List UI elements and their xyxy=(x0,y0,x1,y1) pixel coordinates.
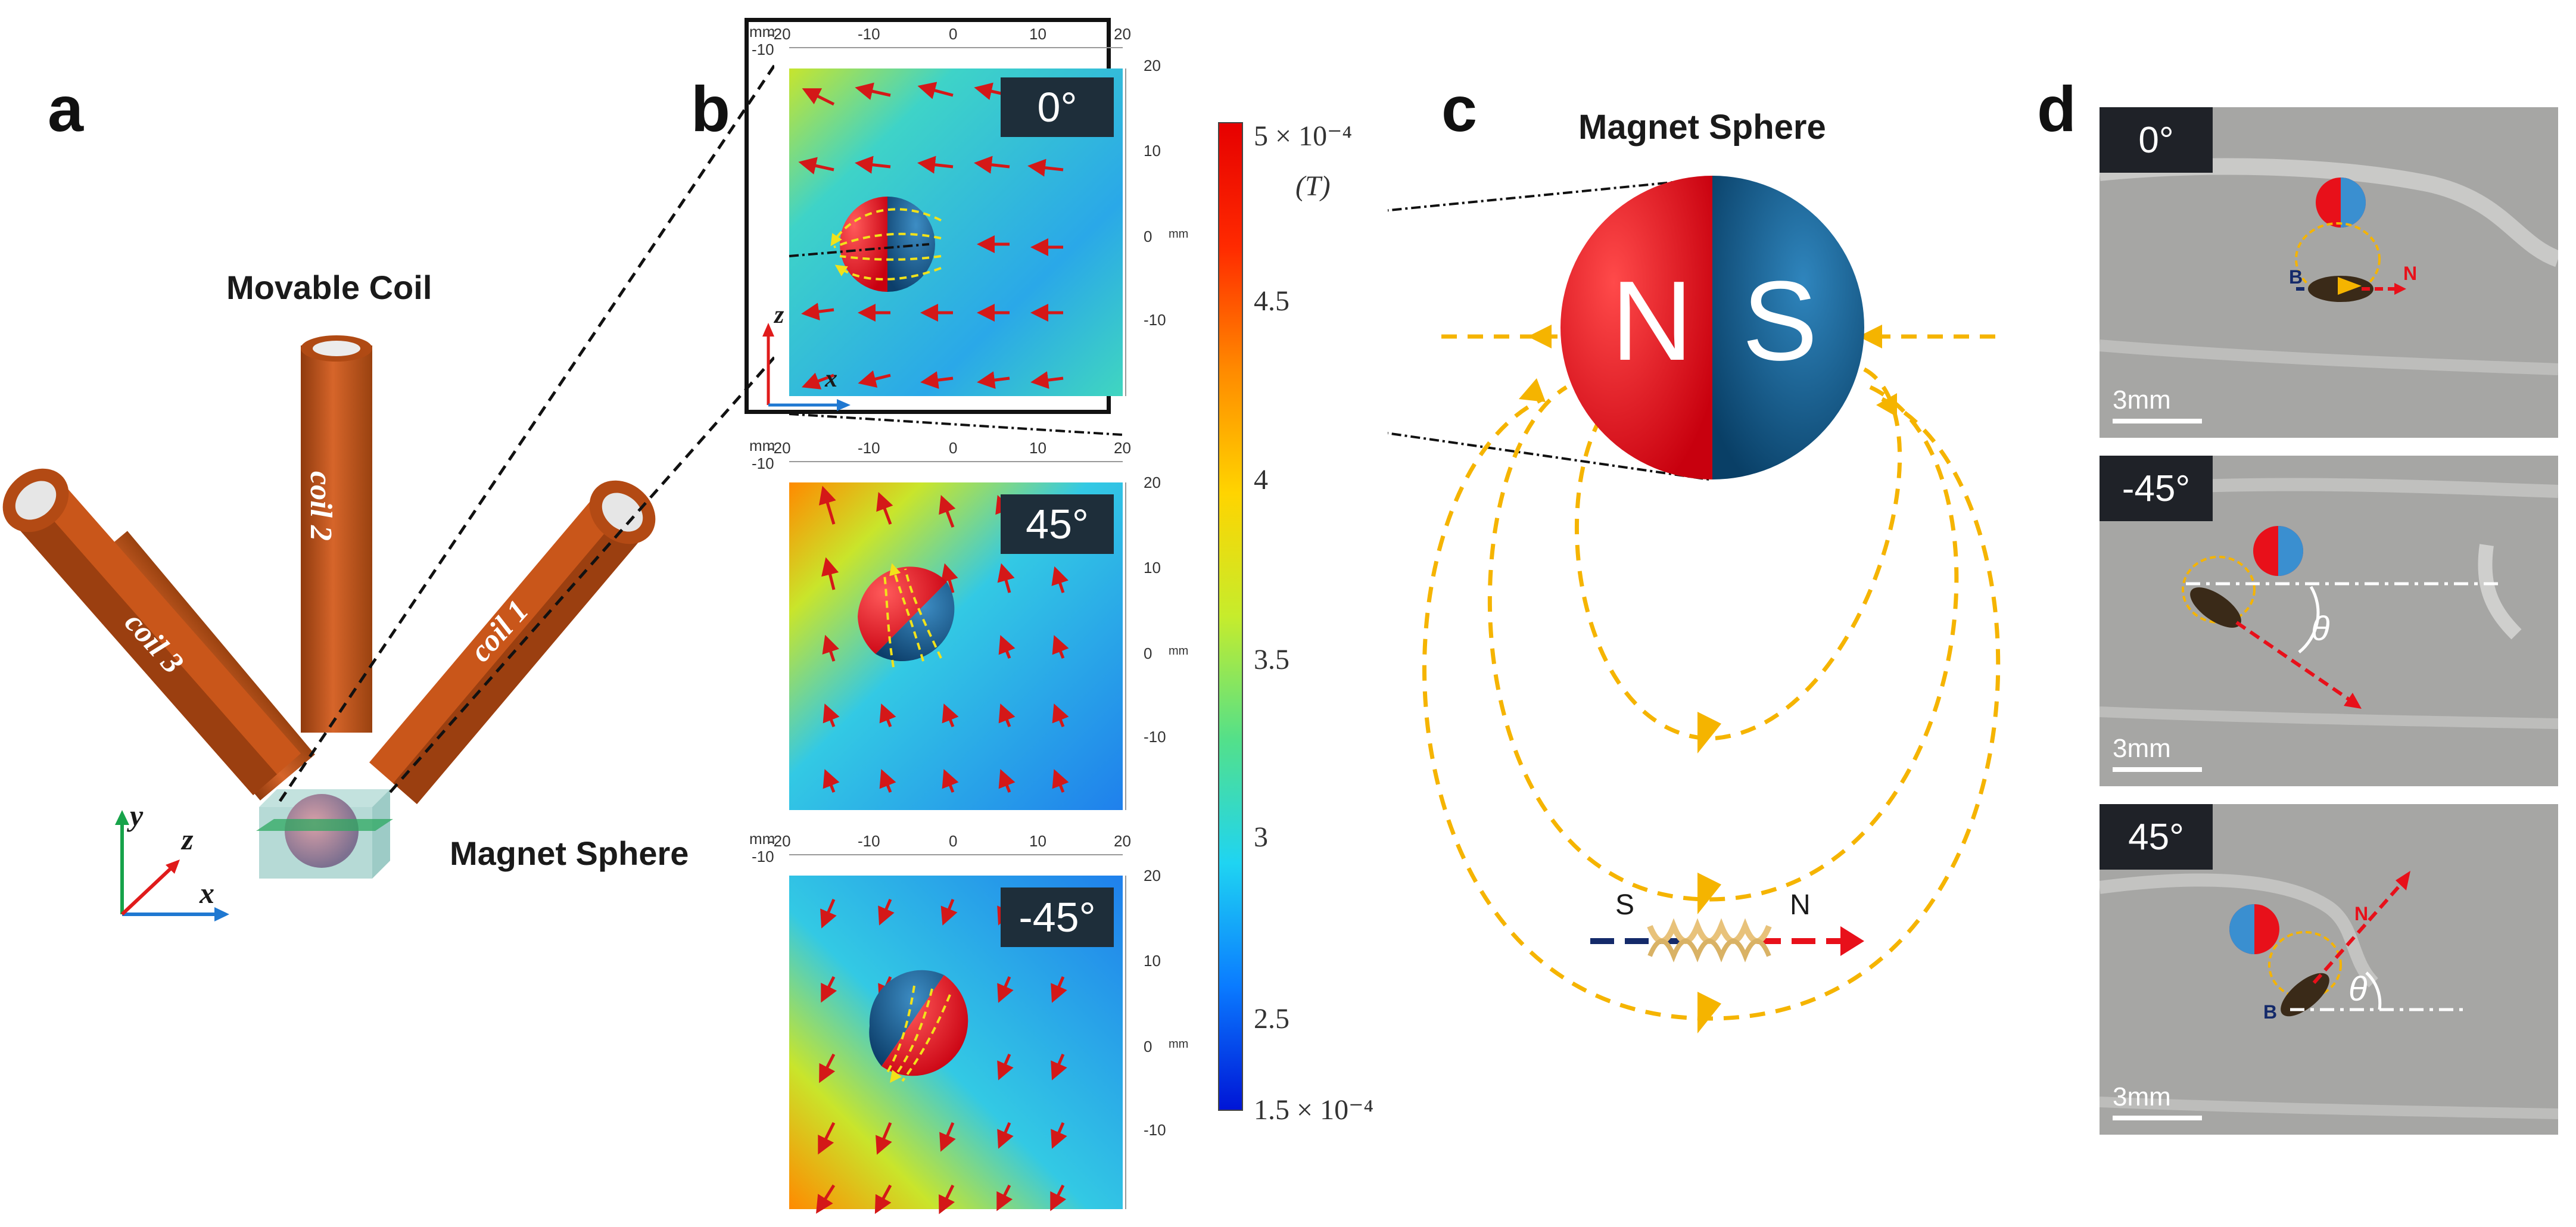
photo-minus-45: θ -45° 3mm xyxy=(2100,456,2558,786)
axes-a xyxy=(115,810,229,921)
photo0-b-label: B xyxy=(2289,266,2303,288)
scale-text-45: 3mm xyxy=(2113,1082,2171,1111)
y-tick-1-3: -10 xyxy=(1144,311,1166,329)
y-tick-3-0: 20 xyxy=(1144,867,1161,885)
x-tick-3-2: 0 xyxy=(949,832,958,850)
scale-text-minus-45: 3mm xyxy=(2113,734,2171,763)
y-tick-2-3: -10 xyxy=(1144,728,1166,746)
axes-b xyxy=(762,323,851,411)
panel-letter-d: d xyxy=(2037,73,2076,145)
magnet-sphere-label-a: Magnet Sphere xyxy=(450,834,689,872)
x-tick-1-1: -10 xyxy=(858,25,880,43)
y-tick-2-2: 0 xyxy=(1144,644,1152,662)
x-tick-3-0: -20 xyxy=(768,832,791,850)
magnet-cube xyxy=(256,789,393,879)
photo-0: B N 0° 3mm xyxy=(2100,107,2558,438)
y-tick-3-2: 0 xyxy=(1144,1038,1152,1055)
x-tick-2-1: -10 xyxy=(858,439,880,457)
colorbar-tick-3-5: 3.5 xyxy=(1254,644,1289,675)
x-tick-2-0: -20 xyxy=(768,439,791,457)
robot-n-label: N xyxy=(1790,889,1811,921)
angle-badge-45: 45° xyxy=(1001,494,1114,554)
field-map-0 xyxy=(789,68,1123,396)
panel-letter-a: a xyxy=(48,73,84,145)
colorbar-tick-4: 4 xyxy=(1254,464,1268,496)
colorbar-tick-4-5: 4.5 xyxy=(1254,285,1289,317)
axis-x-label-b: x xyxy=(825,365,837,393)
theta-label-1: θ xyxy=(2311,609,2329,648)
x-tick-3-4: 20 xyxy=(1114,832,1131,850)
theta-label-2: θ xyxy=(2348,970,2367,1008)
unit-mm-top-2: mm xyxy=(749,437,775,454)
panel-letter-b: b xyxy=(691,73,730,145)
field-map-minus-45 xyxy=(789,876,1123,1214)
y-unit-1: mm xyxy=(1169,228,1189,241)
y-tick-3-3: -10 xyxy=(1144,1121,1166,1139)
movable-coil-label: Movable Coil xyxy=(226,269,432,306)
photo-badge-0: 0° xyxy=(2100,107,2213,173)
x-tick-2-3: 10 xyxy=(1029,439,1046,457)
coil-2-body xyxy=(301,345,372,733)
y-tick-2-1: 10 xyxy=(1144,559,1161,577)
field-maps xyxy=(762,47,1126,1214)
x-tick-1-3: 10 xyxy=(1029,25,1046,43)
scale-bar-0 xyxy=(2113,419,2202,423)
photo0-n-label: N xyxy=(2403,263,2417,284)
scale-text-0: 3mm xyxy=(2113,385,2171,415)
y-tick-1-2: 0 xyxy=(1144,228,1152,245)
x-tick-1-0: -20 xyxy=(768,25,791,43)
photo-45: θ B N 45° 3mm xyxy=(2100,804,2558,1135)
photo-badge-45: 45° xyxy=(2100,804,2213,870)
photo-badge-minus-45: -45° xyxy=(2100,456,2213,521)
north-hemisphere xyxy=(1560,176,1712,479)
colorbar-tick-3: 3 xyxy=(1254,821,1268,853)
x-tick-2-4: 20 xyxy=(1114,439,1131,457)
photo45-n-label: N xyxy=(2354,903,2368,924)
axis-z-label-b: z xyxy=(774,301,784,329)
angle-badge-0: 0° xyxy=(1001,77,1114,137)
axis-z-label-a: z xyxy=(182,823,194,856)
south-hemisphere xyxy=(1712,176,1864,479)
coil-assembly-diagram xyxy=(2,64,774,921)
magnet-dipole-diagram xyxy=(1388,176,2001,1033)
unit-mm-top-3: mm xyxy=(749,830,775,848)
helix-robot xyxy=(1590,918,1864,963)
y-tick-2-0: 20 xyxy=(1144,474,1161,491)
y-top-tick-1: -10 xyxy=(752,41,774,58)
coil-2-label: coil 2 xyxy=(303,471,338,541)
x-tick-1-2: 0 xyxy=(949,25,958,43)
y-unit-2: mm xyxy=(1169,644,1189,658)
colorbar-max-label: 5 × 10⁻⁴ xyxy=(1254,120,1353,152)
x-tick-1-4: 20 xyxy=(1114,25,1131,43)
axis-y-label-a: y xyxy=(130,799,144,832)
axis-x-label-a: x xyxy=(200,876,214,910)
y-top-tick-3: -10 xyxy=(752,848,774,865)
y-tick-1-1: 10 xyxy=(1144,142,1161,160)
unit-mm-top-1: mm xyxy=(749,23,775,41)
y-tick-1-0: 20 xyxy=(1144,57,1161,74)
y-unit-3: mm xyxy=(1169,1038,1189,1051)
colorbar-min-label: 1.5 × 10⁻⁴ xyxy=(1254,1094,1374,1126)
scale-bar-45 xyxy=(2113,1116,2202,1120)
y-tick-3-1: 10 xyxy=(1144,952,1161,970)
scale-bar-minus-45 xyxy=(2113,767,2202,772)
angle-badge-minus-45: -45° xyxy=(1001,887,1114,947)
magnet-sphere-title-c: Magnet Sphere xyxy=(1578,108,1826,147)
photo45-b-label: B xyxy=(2263,1001,2277,1023)
x-tick-2-2: 0 xyxy=(949,439,958,457)
y-top-tick-2: -10 xyxy=(752,454,774,472)
x-tick-3-3: 10 xyxy=(1029,832,1046,850)
colorbar-tick-2-5: 2.5 xyxy=(1254,1003,1289,1035)
colorbar xyxy=(1218,122,1243,1111)
north-label: N xyxy=(1611,258,1693,384)
south-label: S xyxy=(1742,258,1818,384)
x-tick-3-1: -10 xyxy=(858,832,880,850)
panel-letter-c: c xyxy=(1441,73,1478,145)
colorbar-unit: (T) xyxy=(1295,170,1331,202)
robot-s-label: S xyxy=(1615,889,1635,921)
